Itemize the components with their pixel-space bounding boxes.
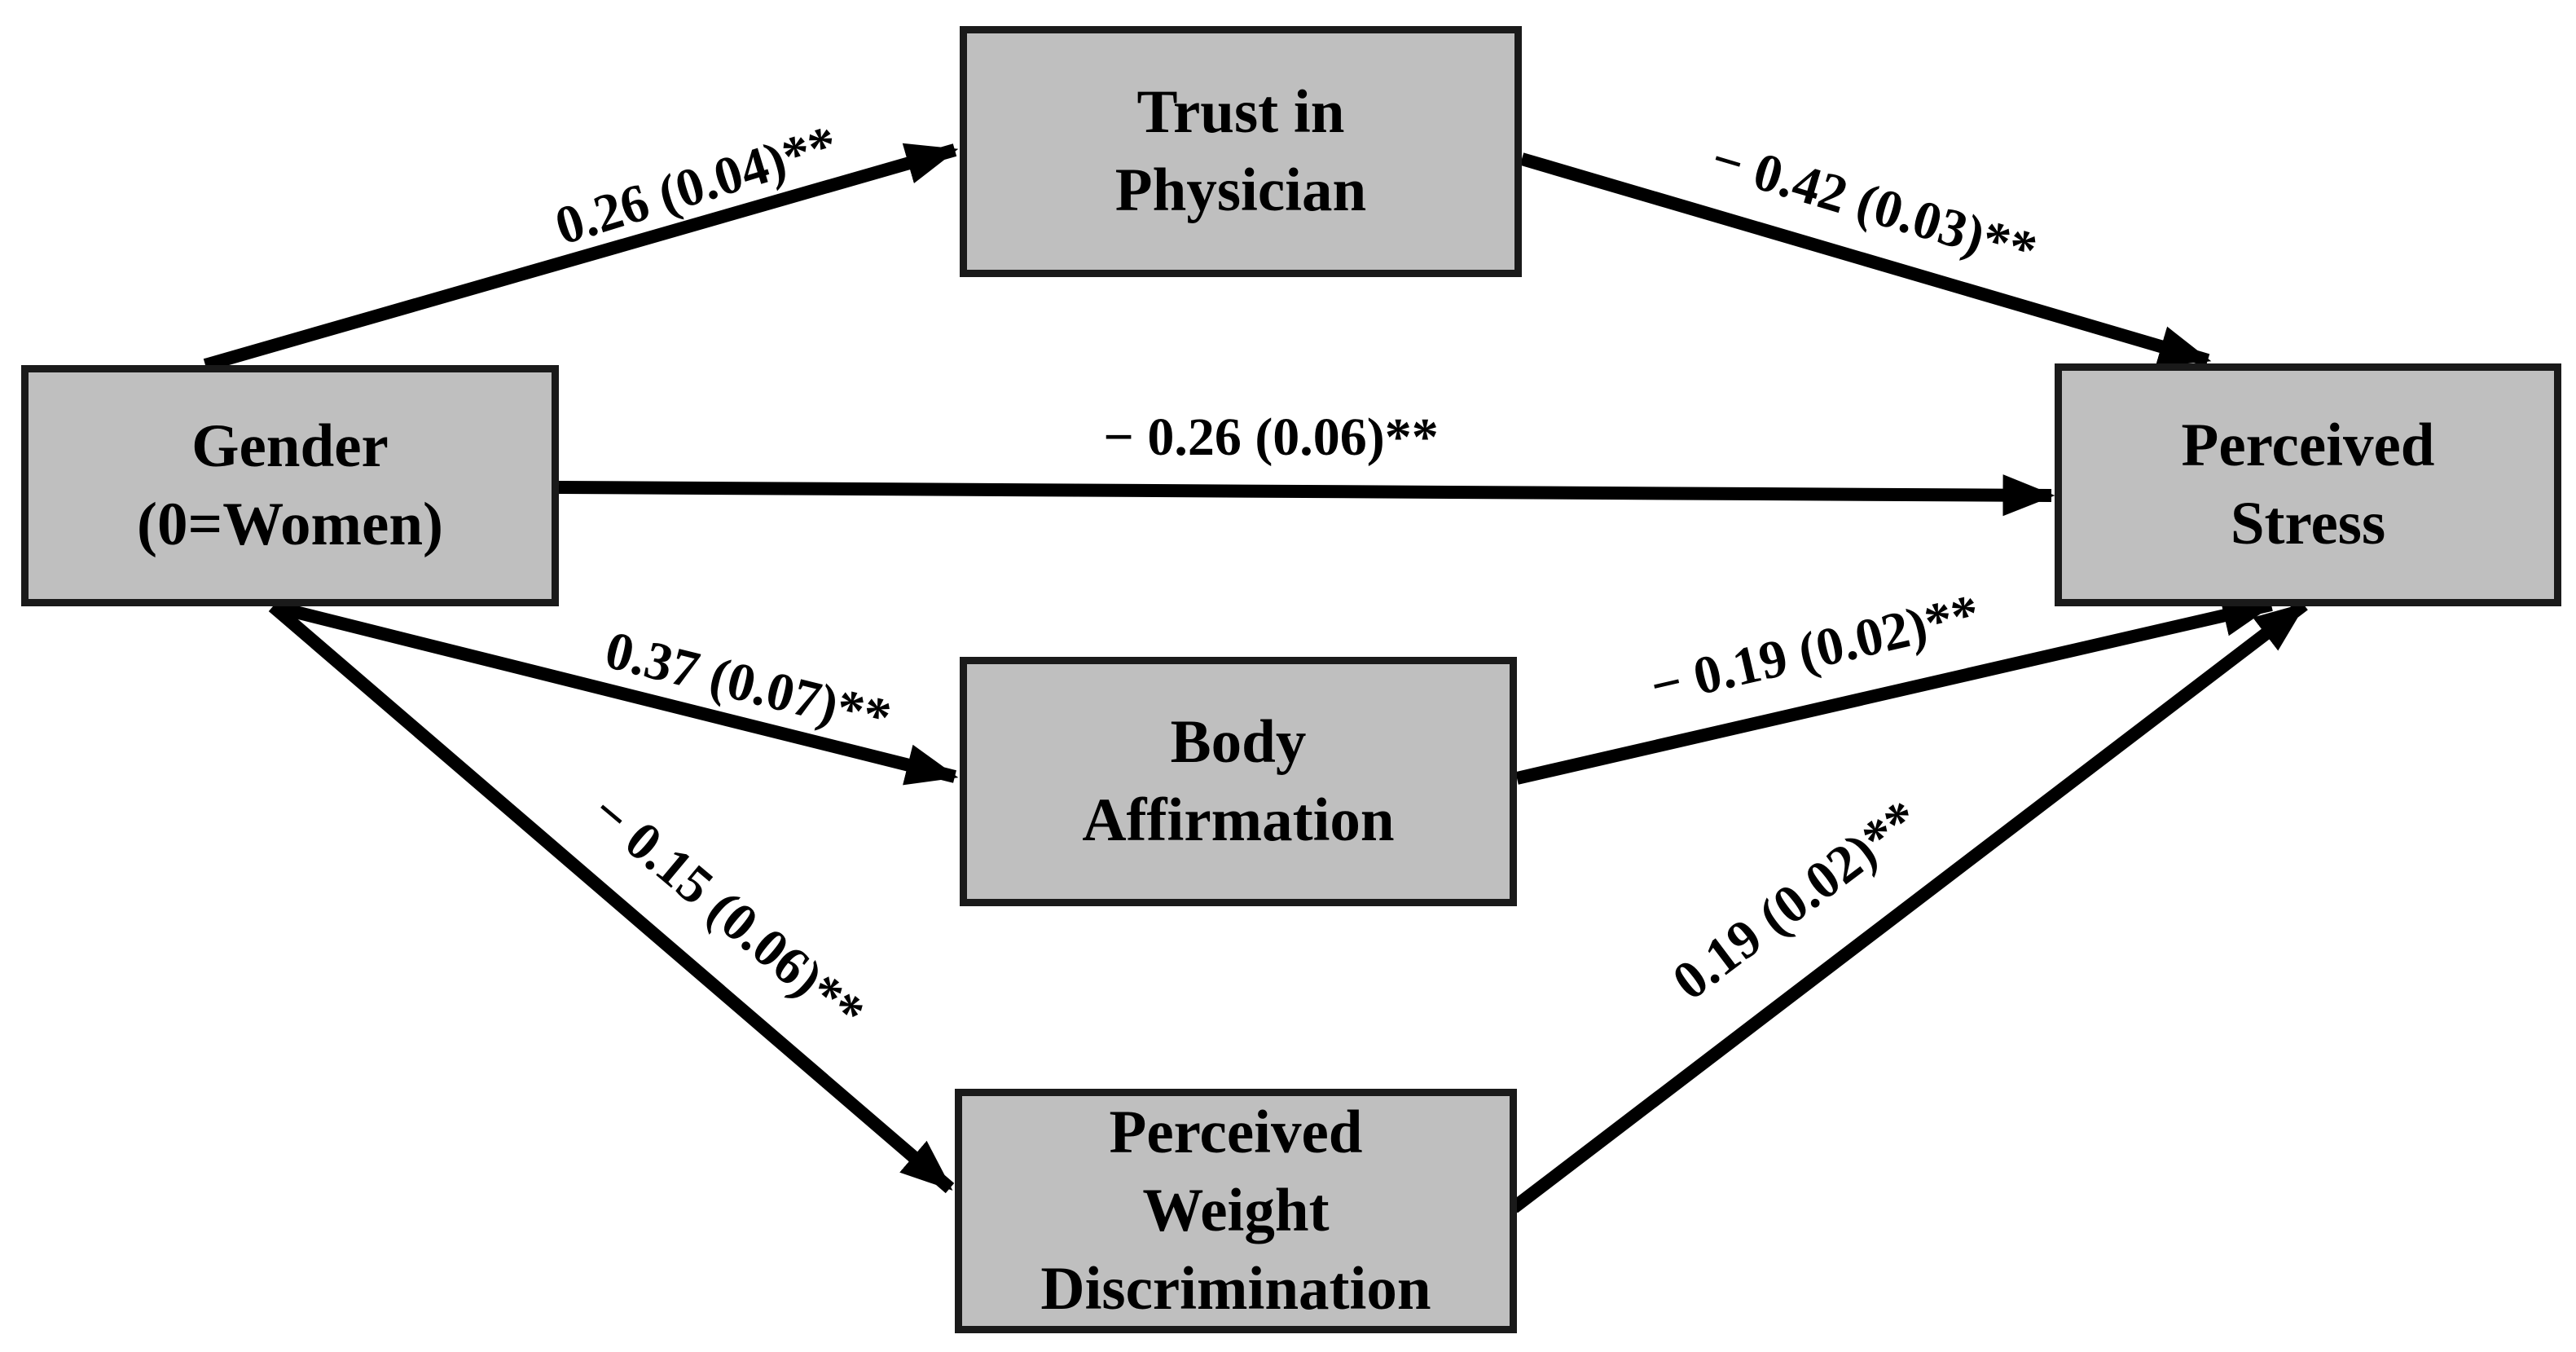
coefficient-gender-to-stress: − 0.26 (0.06)**	[1103, 407, 1439, 467]
arrow-body-to-stress	[1515, 595, 2275, 785]
node-trust-in-physician-label: Trust in Physician	[1114, 78, 1367, 224]
node-body-affirmation: Body Affirmation	[960, 657, 1517, 906]
node-gender: Gender (0=Women)	[21, 365, 559, 606]
node-perceived-stress-label: Perceived Stress	[2181, 412, 2435, 557]
arrow-gender-to-pwd	[268, 601, 955, 1194]
arrow-trust-to-stress	[1519, 152, 2212, 367]
node-body-affirmation-label: Body Affirmation	[1082, 708, 1395, 854]
arrow-gender-to-trust	[203, 143, 959, 372]
arrow-pwd-to-stress	[1510, 599, 2308, 1213]
node-perceived-stress: Perceived Stress	[2055, 363, 2561, 606]
node-perceived-weight-discrimination-label: Perceived Weight Discrimination	[1040, 1099, 1431, 1323]
node-perceived-weight-discrimination: Perceived Weight Discrimination	[955, 1089, 1517, 1333]
node-trust-in-physician: Trust in Physician	[960, 26, 1522, 277]
arrow-gender-to-stress	[558, 474, 2055, 517]
node-gender-label: Gender (0=Women)	[136, 412, 444, 558]
arrow-gender-to-body	[271, 600, 959, 786]
